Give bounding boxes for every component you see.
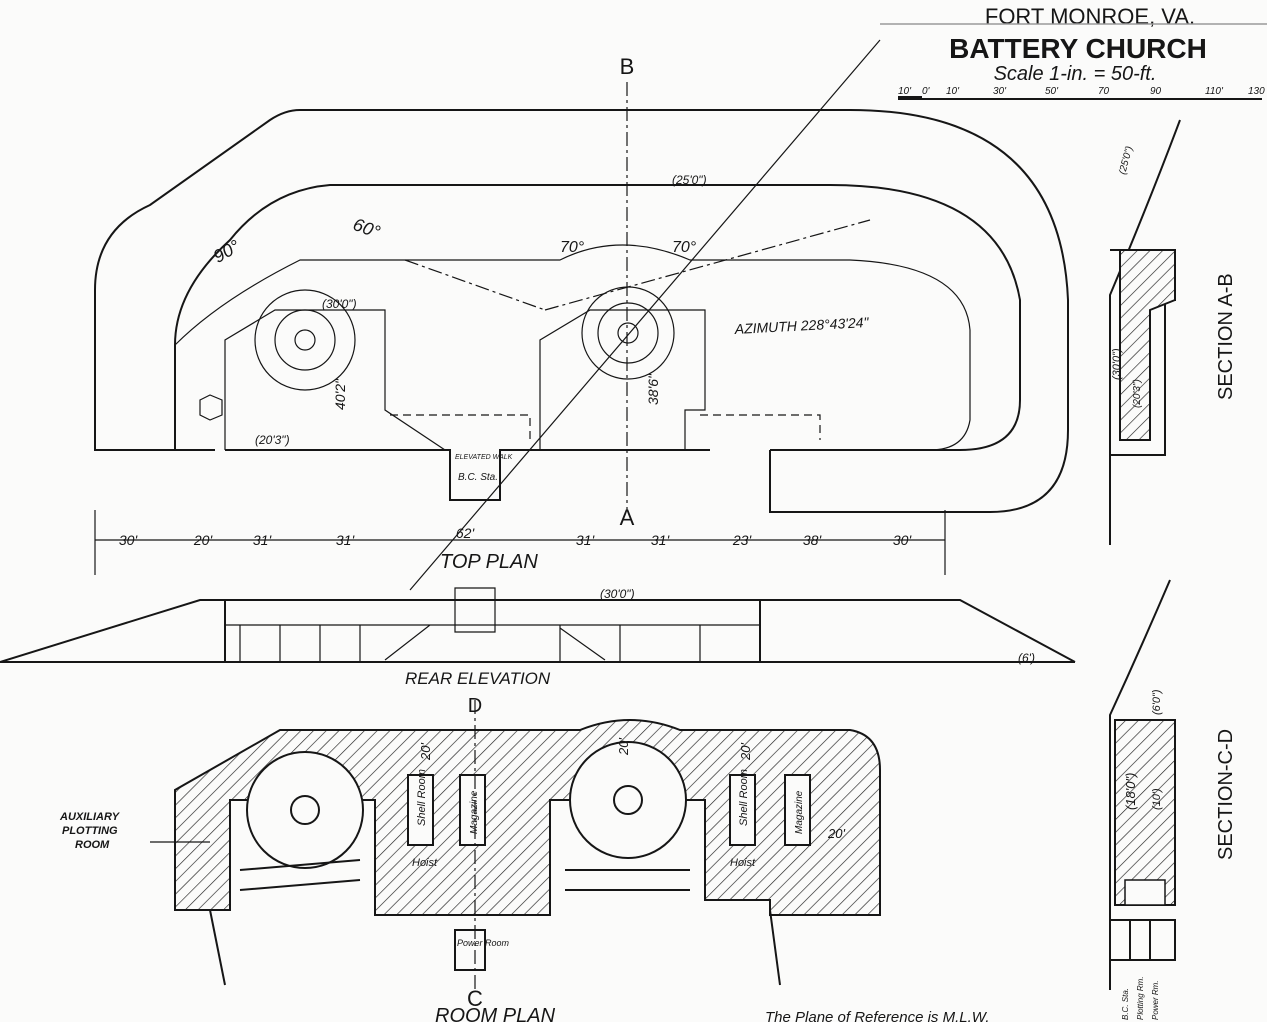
- dimension: 31': [651, 532, 671, 548]
- section-mark-a: A: [620, 505, 635, 530]
- aux-room-label: ROOM: [75, 839, 110, 851]
- shell-room-label: Shell Room: [416, 769, 428, 826]
- location-title: FORT MONROE, VA.: [985, 4, 1195, 29]
- title-block: FORT MONROE, VA. BATTERY CHURCH Scale 1-…: [880, 4, 1267, 100]
- section-cd: (6'0") (18'0") (10') B.C. Sta. Plotting …: [1109, 579, 1237, 1020]
- section-legend: Plotting Rm.: [1136, 976, 1145, 1020]
- shell-room-label: Shell Room: [738, 769, 750, 826]
- angle-70-right: 70°: [672, 239, 697, 256]
- hoist-label: Hoist: [412, 857, 438, 869]
- dimension: 62': [456, 525, 476, 541]
- section-legend: Power Rm.: [1151, 980, 1160, 1020]
- emplacement-height: (30'0"): [322, 297, 357, 311]
- section-note: (30'0"): [1111, 348, 1123, 380]
- section-note: (18'0"): [1123, 773, 1138, 810]
- dimension: 38': [803, 532, 823, 548]
- dimension: 23': [732, 532, 753, 548]
- dimension: 20': [193, 532, 214, 548]
- scale-tick: 90: [1150, 86, 1162, 97]
- section-cd-label: SECTION-C-D: [1215, 729, 1237, 860]
- left-depth: 40'2": [332, 378, 348, 410]
- section-legend: B.C. Sta.: [1121, 988, 1130, 1020]
- scale-tick: 70: [1098, 86, 1110, 97]
- magazine-label: Magazine: [469, 790, 480, 834]
- scale-note: Scale 1-in. = 50-ft.: [994, 63, 1157, 85]
- room-plan: D C Shell Room Magazine Shell Room Magaz…: [59, 695, 990, 1022]
- aux-room-label: PLOTTING: [62, 825, 118, 837]
- top-plan: B A 90° 60° 70° 70° (25'0") (30'0") AZIM…: [94, 39, 1069, 591]
- magazine-label: Magazine: [794, 790, 805, 834]
- dimension: 31': [336, 532, 356, 548]
- power-room-label: Power Room: [457, 938, 510, 948]
- angle-70-left: 70°: [560, 239, 585, 256]
- battery-title: BATTERY CHURCH: [949, 33, 1207, 64]
- angle-90: 90°: [210, 236, 244, 267]
- cover-dimension: 20': [418, 743, 433, 761]
- parapet-height: (25'0"): [672, 173, 707, 187]
- top-plan-label: TOP PLAN: [440, 551, 538, 573]
- scale-tick: 50': [1045, 86, 1059, 97]
- scale-tick: 0': [922, 86, 931, 97]
- angle-60: 60°: [350, 214, 382, 242]
- section-mark-d: D: [468, 695, 482, 717]
- scale-tick: 10': [946, 86, 960, 97]
- section-ab: (25'0") (30'0") (20'3") SECTION A-B: [1109, 119, 1237, 545]
- section-mark-c: C: [467, 986, 483, 1011]
- scale-tick: 10': [898, 86, 912, 97]
- right-depth: 38'6": [645, 373, 661, 405]
- hoist-label: Hoist: [730, 857, 756, 869]
- elevation-height: (30'0"): [600, 587, 635, 601]
- cover-dimension: 20': [827, 826, 845, 841]
- dimension: 31': [253, 532, 273, 548]
- scale-tick: 130: [1248, 86, 1265, 97]
- dimension: 30': [893, 532, 913, 548]
- room-plan-label: ROOM PLAN: [435, 1005, 556, 1022]
- ground-height: (6'): [1018, 651, 1035, 665]
- dimension: 30': [119, 532, 139, 548]
- bc-station-label: B.C. Sta.: [458, 472, 498, 483]
- section-note: (20'3"): [1132, 379, 1143, 408]
- section-note: (25'0"): [1117, 145, 1135, 176]
- rear-height: (20'3"): [255, 433, 290, 447]
- scale-tick: 110': [1205, 86, 1224, 97]
- scale-tick: 30': [993, 86, 1007, 97]
- section-note: (6'0"): [1151, 689, 1163, 715]
- section-mark-b: B: [620, 54, 635, 79]
- cover-dimension: 20': [616, 738, 631, 756]
- section-ab-label: SECTION A-B: [1215, 273, 1237, 400]
- section-note: (10'): [1151, 788, 1163, 810]
- elevated-walk-label: ELEVATED WALK: [455, 454, 513, 461]
- cover-dimension: 20': [738, 743, 753, 761]
- rear-elevation-label: REAR ELEVATION: [405, 669, 551, 688]
- scale-bar: 10' 0' 10' 30' 50' 70 90 110' 130: [898, 86, 1265, 100]
- dimension: 31': [576, 532, 596, 548]
- reference-note: The Plane of Reference is M.L.W.: [765, 1009, 990, 1022]
- azimuth-note: AZIMUTH 228°43'24": [733, 314, 870, 337]
- aux-room-label: AUXILIARY: [59, 811, 121, 823]
- rear-elevation: (30'0") (6') REAR ELEVATION: [0, 587, 1076, 688]
- dimension-row: 30' 20' 31' 31' 62' 31' 31' 23' 38' 30': [119, 525, 913, 548]
